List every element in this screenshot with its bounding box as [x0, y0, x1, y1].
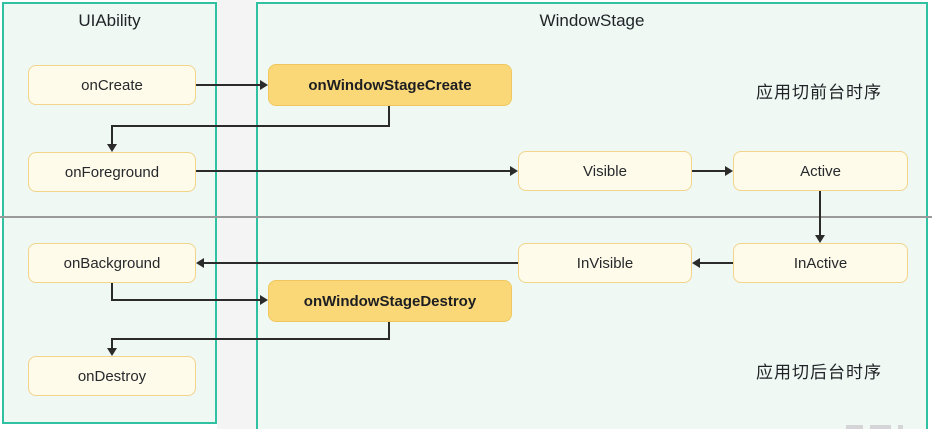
- connector-line: [388, 105, 390, 127]
- node-onwindowstagecreate: onWindowStageCreate: [268, 64, 512, 106]
- connector-line: [196, 170, 510, 172]
- node-ondestroy: onDestroy: [28, 356, 196, 396]
- node-onbackground: onBackground: [28, 243, 196, 283]
- arrowhead-right-icon: [725, 166, 733, 176]
- arrowhead-down-icon: [815, 235, 825, 243]
- connector-line: [388, 322, 390, 340]
- watermark-fragment: [870, 425, 891, 429]
- node-active: Active: [733, 151, 908, 191]
- watermark-fragment: [898, 425, 903, 429]
- connector-line: [111, 125, 113, 146]
- node-oncreate: onCreate: [28, 65, 196, 105]
- arrowhead-left-icon: [196, 258, 204, 268]
- arrowhead-right-icon: [260, 295, 268, 305]
- uiability-panel-title: UIAbility: [78, 11, 141, 30]
- panel-gap-strip: [217, 0, 256, 429]
- sequence-divider-line: [0, 216, 932, 218]
- connector-line: [112, 125, 390, 127]
- windowstage-panel-title: WindowStage: [539, 11, 645, 30]
- node-inactive: InActive: [733, 243, 908, 283]
- node-onwindowstagedestroy: onWindowStageDestroy: [268, 280, 512, 322]
- cropped-watermark: [846, 425, 903, 429]
- arrowhead-down-icon: [107, 348, 117, 356]
- connector-line: [692, 170, 725, 172]
- connector-line: [204, 262, 518, 264]
- connector-line: [111, 338, 113, 350]
- arrowhead-right-icon: [260, 80, 268, 90]
- connector-line: [111, 299, 260, 301]
- node-onforeground: onForeground: [28, 152, 196, 192]
- connector-line: [112, 338, 390, 340]
- foreground-sequence-label: 应用切前台时序: [756, 83, 882, 102]
- node-visible: Visible: [518, 151, 692, 191]
- connector-line: [819, 191, 821, 236]
- arrowhead-right-icon: [510, 166, 518, 176]
- connector-line: [111, 283, 113, 301]
- background-sequence-label: 应用切后台时序: [756, 363, 882, 382]
- node-invisible: InVisible: [518, 243, 692, 283]
- connector-line: [700, 262, 733, 264]
- watermark-fragment: [846, 425, 863, 429]
- connector-line: [196, 84, 260, 86]
- arrowhead-down-icon: [107, 144, 117, 152]
- arrowhead-left-icon: [692, 258, 700, 268]
